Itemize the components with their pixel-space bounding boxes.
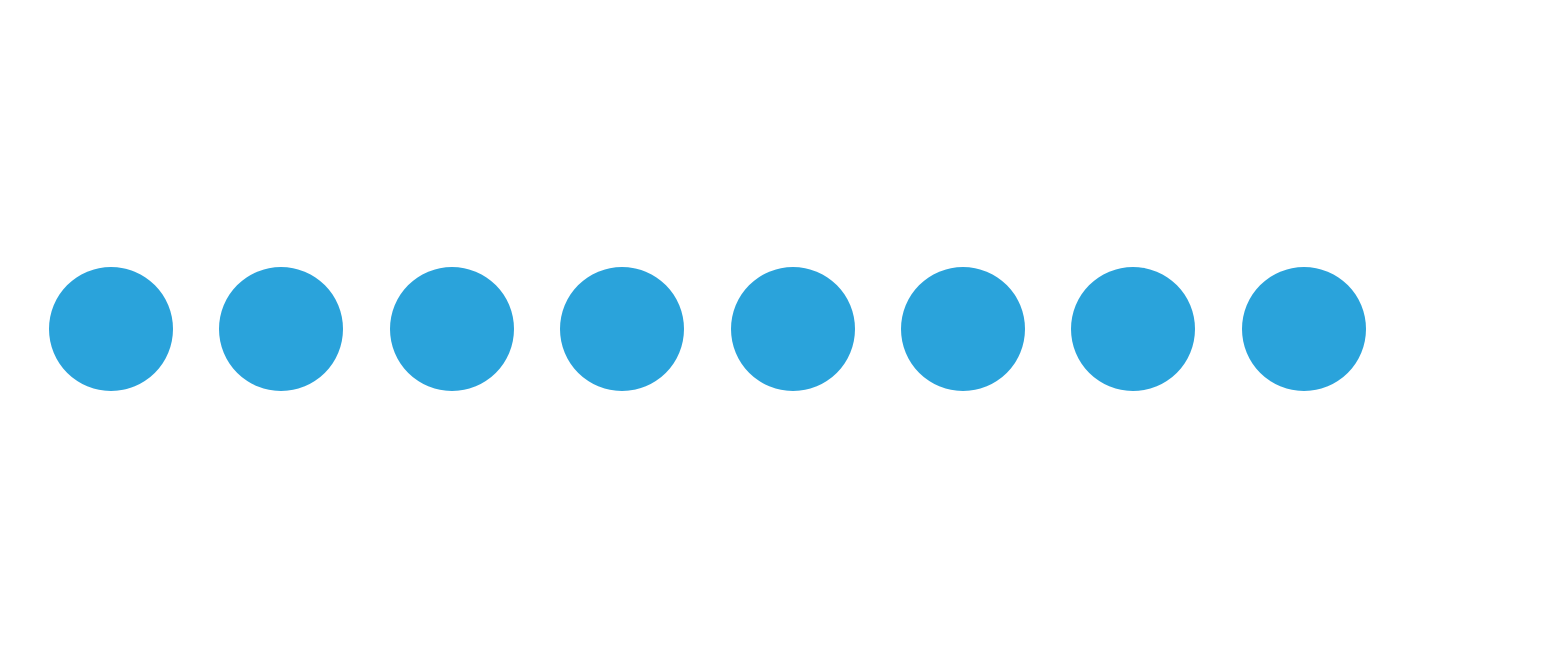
dot-4 xyxy=(560,267,685,391)
dot-1 xyxy=(49,267,173,391)
dot-3 xyxy=(389,267,514,391)
dot-row xyxy=(49,267,1366,391)
dot-7 xyxy=(1071,267,1196,391)
dot-6 xyxy=(900,267,1025,391)
dot-8 xyxy=(1241,267,1366,391)
dot-2 xyxy=(219,267,344,391)
dot-5 xyxy=(730,267,855,391)
